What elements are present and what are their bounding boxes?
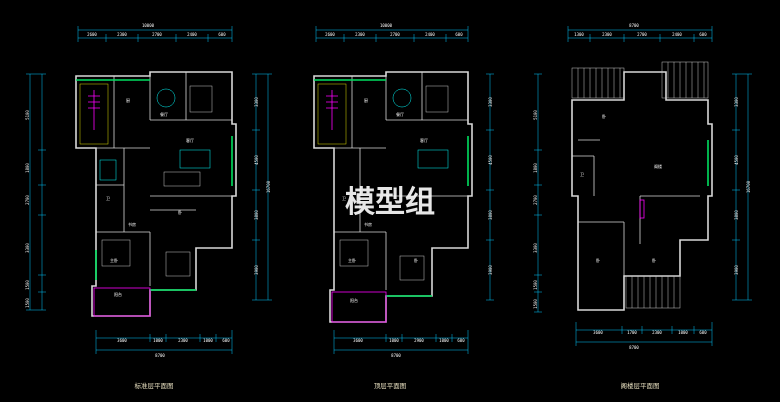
plan-top-room-study: 书房 [364, 221, 372, 227]
plan-loft-room-bath: 卫 [580, 172, 584, 177]
plan-loft-room-attic: 阁楼 [654, 163, 662, 169]
plan-loft-top-dim-3: 2700 [637, 32, 647, 37]
plan-loft: 8700 1300 2300 2700 2400 600 5100 1800 2… [533, 23, 752, 390]
plan-standard-right-dim-3: 3800 [254, 210, 259, 220]
plan-loft-bottom-dim-2: 1700 [627, 330, 637, 335]
plan-standard-bottom-dim-1: 3600 [117, 338, 127, 343]
plan-top-right-dim-2: 4500 [488, 155, 493, 165]
plan-standard-top-dim-5: 600 [218, 32, 226, 37]
plan-standard-room-kitchen: 厨 [126, 97, 130, 103]
plan-top-top-total: 10000 [380, 23, 393, 28]
plan-top-room-balcony: 阳台 [350, 297, 358, 303]
plan-standard-right-dim-1: 3300 [254, 97, 259, 107]
plan-standard-left-dim-2: 1800 [25, 163, 30, 173]
plan-standard-room-dining: 餐厅 [160, 111, 168, 117]
plan-standard-bottom-dim-3: 2300 [178, 338, 188, 343]
plan-loft-top-dim-2: 2300 [602, 32, 612, 37]
plan-top-room-dining: 餐厅 [396, 111, 404, 117]
plan-top-room-kitchen: 厨 [364, 97, 368, 103]
plan-top-room-bedroom: 卧 [414, 257, 418, 263]
plan-loft-top-dim-4: 2400 [672, 32, 682, 37]
plan-top-right-dim-3: 3800 [488, 210, 493, 220]
plan-standard-bottom-dim-4: 1000 [203, 338, 213, 343]
watermark-logo: 模型组 [345, 185, 435, 220]
plan-top-bottom-total: 8700 [391, 353, 401, 358]
plan-loft-left-dim-3: 2700 [533, 195, 538, 205]
plan-standard-room-master: 主卧 [110, 257, 118, 263]
plan-standard-left-dim-1: 5100 [25, 110, 30, 120]
plan-loft-bottom-dim-1: 3600 [593, 330, 603, 335]
plan-standard-bottom-dim-5: 600 [222, 338, 230, 343]
plan-top-room-master: 主卧 [348, 257, 356, 263]
plan-top-top-dim-3: 2700 [390, 32, 400, 37]
plan-top-bottom-dim-5: 600 [457, 338, 465, 343]
plan-loft-top-dim-5: 600 [699, 32, 707, 37]
plan-top-bottom-dim-3: 2900 [414, 338, 424, 343]
plan-standard-room-bath: 卫 [106, 196, 110, 201]
plan-loft-room-bedroom-2: 卧 [596, 257, 600, 263]
plan-standard-room-balcony: 阳台 [114, 291, 122, 297]
plan-standard-left-dim-6: 1500 [25, 298, 30, 308]
plan-top-right-dim-4: 3900 [488, 265, 493, 275]
plan-standard-left-dim-3: 2700 [25, 195, 30, 205]
plan-standard-left-dim-4: 3300 [25, 243, 30, 253]
plan-top-bottom-dim-2: 1000 [389, 338, 399, 343]
plan-top-top-dim-4: 2400 [425, 32, 435, 37]
plan-top-top-dim-1: 2600 [325, 32, 335, 37]
plan-standard-bottom-dim-2: 1000 [153, 338, 163, 343]
plan-top-top-dim-2: 2300 [355, 32, 365, 37]
plan-standard-right-dim-2: 4500 [254, 155, 259, 165]
plan-standard-room-study: 书房 [128, 221, 136, 227]
plan-loft-left-dim-5: 1500 [533, 280, 538, 290]
plan-standard-left-dim-5: 1500 [25, 280, 30, 290]
plan-top-room-bath: 卫 [342, 196, 346, 201]
plan-loft-bottom-dim-4: 1000 [678, 330, 688, 335]
plan-loft-left-dim-4: 3300 [533, 243, 538, 253]
plan-loft-right-dim-1: 3300 [734, 97, 739, 107]
plan-top-bottom-dim-4: 1000 [439, 338, 449, 343]
plan-loft-left-dim-2: 1800 [533, 163, 538, 173]
plan-standard-top-dim-4: 2400 [187, 32, 197, 37]
plan-loft-room-bedroom-1: 卧 [602, 113, 606, 119]
plan-loft-left-dim-1: 5100 [533, 110, 538, 120]
plan-loft-top-dim-1: 1300 [574, 32, 584, 37]
plan-standard-top-dim-3: 2700 [152, 32, 162, 37]
plan-standard-top-dim-1: 2600 [87, 32, 97, 37]
plan-loft-room-bedroom-3: 卧 [652, 257, 656, 263]
plan-loft-right-dim-3: 3800 [734, 210, 739, 220]
plan-standard-top-total: 10000 [142, 23, 155, 28]
plan-standard-room-bedroom: 卧 [178, 209, 182, 215]
plan-top-bottom-dim-1: 3600 [353, 338, 363, 343]
plan-top-right-dim-1: 3300 [488, 97, 493, 107]
plan-loft-right-dim-2: 4500 [734, 155, 739, 165]
plan-top-top-dim-5: 600 [455, 32, 463, 37]
plan-loft-left-dim-6: 1500 [533, 299, 538, 309]
plan-loft-right-dim-4: 3900 [734, 265, 739, 275]
plan-standard-right-total: 16700 [266, 180, 271, 193]
plan-standard-bottom-total: 8700 [155, 353, 165, 358]
plan-standard-room-living: 客厅 [186, 137, 194, 143]
plan-loft-top-total: 8700 [629, 23, 639, 28]
plan-loft-bottom-dim-3: 2300 [652, 330, 662, 335]
plan-top-title: 顶层平面图 [374, 382, 407, 390]
plan-loft-bottom-dim-5: 600 [699, 330, 707, 335]
plan-loft-right-total: 16700 [746, 180, 751, 193]
plan-loft-bottom-total: 8700 [629, 345, 639, 350]
plan-standard-title: 标准层平面图 [135, 381, 174, 390]
plan-loft-title: 阁楼层平面图 [621, 381, 660, 390]
plan-top-room-living: 客厅 [420, 137, 428, 143]
plan-standard: 10000 2600 2300 2700 2400 600 5100 1800 … [25, 23, 272, 390]
plan-standard-right-dim-4: 3900 [254, 265, 259, 275]
plan-standard-top-dim-2: 2300 [117, 32, 127, 37]
plan-top: 10000 2600 2300 2700 2400 600 3300 4500 … [313, 23, 494, 390]
